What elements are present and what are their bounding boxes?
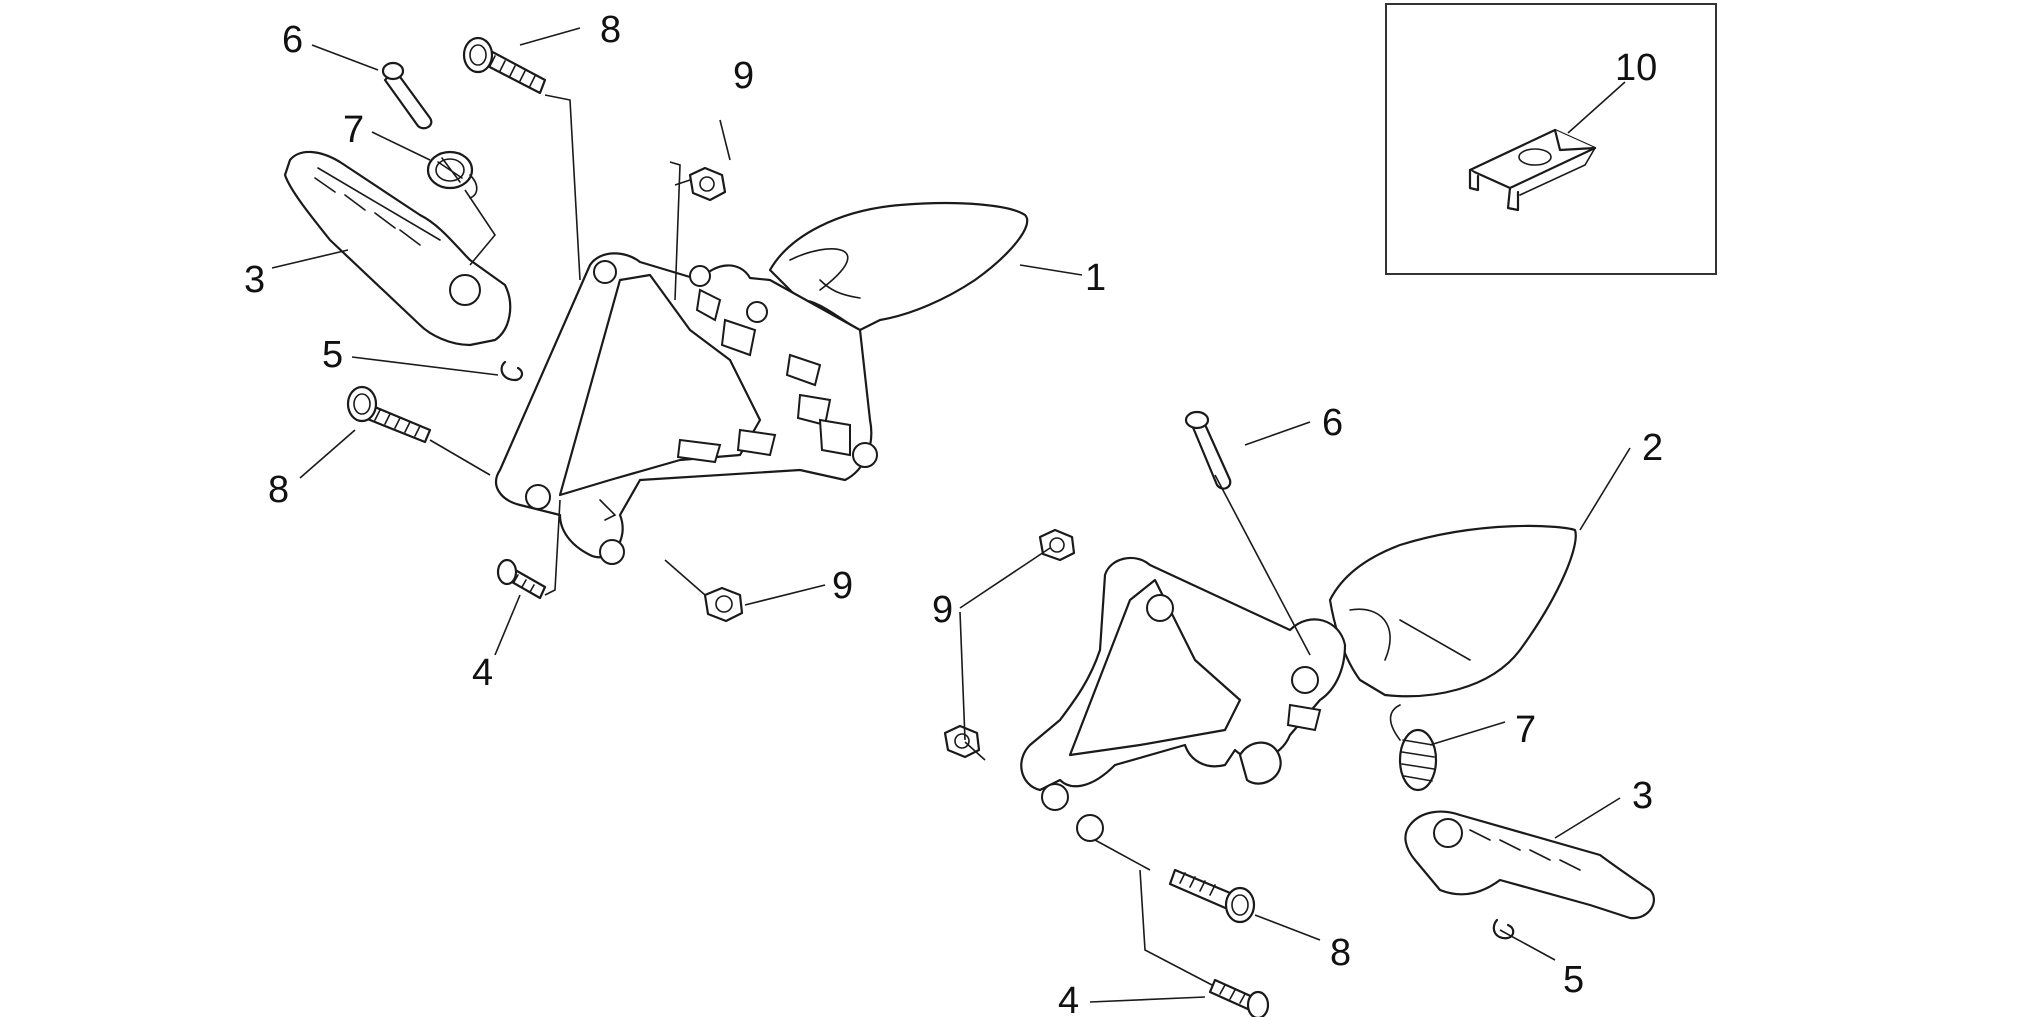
heel-guard-right bbox=[1328, 524, 1577, 698]
callout-5-right: 5 bbox=[1563, 959, 1584, 1001]
callout-labels: 6 8 9 7 3 1 5 8 9 4 10 6 2 9 7 3 8 5 4 bbox=[244, 9, 1663, 1017]
callout-4-left: 4 bbox=[472, 652, 493, 694]
callout-9-right: 9 bbox=[932, 589, 953, 631]
nut-9-bottom-left bbox=[703, 586, 744, 623]
callout-10: 10 bbox=[1615, 47, 1657, 89]
nut-9-bottom-right bbox=[943, 724, 981, 759]
callout-6-top-left: 6 bbox=[282, 19, 303, 61]
callout-5-left: 5 bbox=[322, 334, 343, 376]
spring-left bbox=[426, 150, 478, 199]
pin-left bbox=[381, 61, 433, 130]
callout-7-right: 7 bbox=[1515, 709, 1536, 751]
callout-1: 1 bbox=[1085, 257, 1106, 299]
inset-box bbox=[1385, 3, 1717, 275]
callout-6-right: 6 bbox=[1322, 402, 1343, 444]
left-footrest-assembly bbox=[271, 27, 1083, 656]
bolt-4-left bbox=[496, 558, 547, 600]
clip-10 bbox=[1468, 128, 1597, 212]
callout-7-left: 7 bbox=[343, 109, 364, 151]
circlip-right bbox=[1492, 918, 1515, 940]
callout-2: 2 bbox=[1642, 427, 1663, 469]
callout-9-top-left: 9 bbox=[733, 55, 754, 97]
callout-3-right: 3 bbox=[1632, 775, 1653, 817]
spring-right bbox=[1389, 704, 1438, 792]
callout-4-right: 4 bbox=[1058, 980, 1079, 1017]
pin-right bbox=[1184, 410, 1232, 490]
bolt-8-top-left bbox=[462, 36, 547, 95]
circlip-left bbox=[500, 360, 524, 382]
bolt-8-right bbox=[1168, 868, 1256, 924]
footpeg-right bbox=[1404, 810, 1655, 920]
nut-9-top-right bbox=[1038, 528, 1076, 562]
callout-3-left: 3 bbox=[244, 259, 265, 301]
bolt-8-mid-left bbox=[346, 385, 432, 444]
bolt-4-right bbox=[1208, 978, 1270, 1017]
right-footrest-assembly bbox=[943, 410, 1655, 1017]
callout-8-mid-left: 8 bbox=[268, 469, 289, 511]
callout-8-right: 8 bbox=[1330, 932, 1351, 974]
callout-8-top-left: 8 bbox=[600, 9, 621, 51]
nut-9-top-left bbox=[688, 166, 727, 202]
callout-9-bottom-left: 9 bbox=[832, 565, 853, 607]
